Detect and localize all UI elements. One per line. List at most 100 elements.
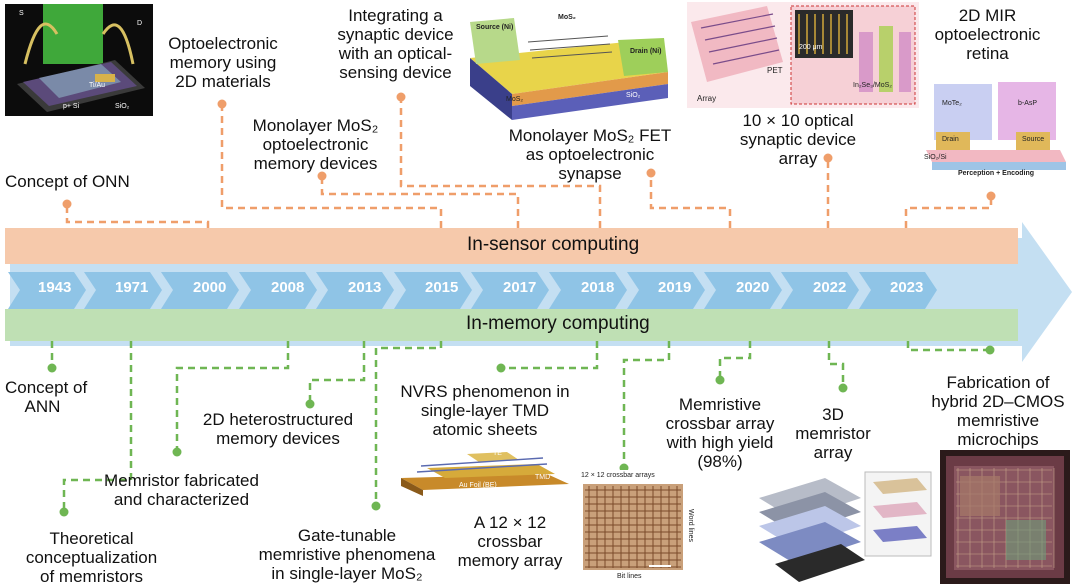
event-bottom-crossbar-12: A 12 × 12 crossbar memory array xyxy=(455,513,565,570)
leader-endpoint-dot xyxy=(715,375,725,385)
event-top-optical-array: 10 × 10 optical synaptic device array xyxy=(728,111,868,168)
fig-label: SiO₂ xyxy=(115,103,130,110)
in-sensor-band xyxy=(5,228,1018,264)
leader-opto-memory xyxy=(220,104,443,228)
event-text: NVRS phenomenon in xyxy=(400,382,570,401)
year-2018: 2018 xyxy=(581,279,615,296)
event-text: Monolayer MoS₂ FET xyxy=(508,126,672,145)
in-memory-label: In-memory computing xyxy=(466,313,650,334)
event-text: memory devices xyxy=(253,154,378,173)
figure-optical-array: Array PET 200 μm In₂Se₃/MoS₂ xyxy=(687,2,919,108)
fig-label: Si xyxy=(628,106,635,113)
fig-label: TE xyxy=(493,450,502,457)
year-chevrons xyxy=(8,272,937,309)
leader-3d-memristor xyxy=(827,341,845,388)
year-chevron xyxy=(84,272,162,309)
event-text: with an optical- xyxy=(338,44,453,63)
fig-label: Drain (Ni) xyxy=(630,48,662,55)
year-2022: 2022 xyxy=(813,279,847,296)
fig-label: b-AsP xyxy=(1018,100,1038,107)
leader-endpoint-dot xyxy=(172,447,182,457)
leader-crossbar-12 xyxy=(622,341,671,468)
leader-endpoint-dot xyxy=(646,168,656,178)
event-text: crossbar array xyxy=(665,414,775,433)
event-text: synaptic device xyxy=(739,130,857,149)
leader-endpoint-dot xyxy=(217,99,227,109)
year-chevron xyxy=(627,272,705,309)
year-chevron xyxy=(239,272,317,309)
retina-illustration xyxy=(926,82,1066,170)
fig-label: Au Foil (BE) xyxy=(459,482,497,489)
fig-label: Word lines xyxy=(686,509,694,542)
event-text: 2D MIR xyxy=(958,6,1017,25)
nvrs-illustration xyxy=(401,452,569,496)
fig-label: 12 × 12 crossbar arrays xyxy=(581,472,655,479)
event-text: 3D xyxy=(822,405,844,424)
leader-memristor-theory xyxy=(62,341,133,512)
event-text: 2D heterostructured xyxy=(202,410,354,429)
leader-2d-hetero xyxy=(308,341,366,404)
event-bottom-2d-cmos: Fabrication of hybrid 2D–CMOS memristive… xyxy=(928,373,1068,449)
leader-endpoint-dot xyxy=(47,363,57,373)
event-text: conceptualization xyxy=(25,548,158,567)
event-bottom-crossbar-yield: Memristive crossbar array with high yiel… xyxy=(645,395,795,471)
leader-endpoint-dot xyxy=(985,345,995,355)
event-text: Monolayer MoS₂ xyxy=(252,116,379,135)
event-top-synaptic-sensing: Integrating a synaptic device with an op… xyxy=(328,6,463,82)
year-chevron xyxy=(859,272,937,309)
fig-label: Drain xyxy=(942,136,959,143)
event-text: sensing device xyxy=(339,63,452,82)
fet-illustration xyxy=(470,18,668,120)
in-memory-band xyxy=(5,309,1018,341)
event-bottom-nvrs: NVRS phenomenon in single-layer TMD atom… xyxy=(395,382,575,439)
leader-crossbar-yield xyxy=(718,341,752,380)
fig-label: D xyxy=(137,20,143,27)
leader-nvrs xyxy=(501,341,599,370)
event-text: 10 × 10 optical xyxy=(742,111,854,130)
event-bottom-3d-memristor: 3D memristor array xyxy=(788,405,878,462)
figure-2d-cmos-microchip xyxy=(940,450,1070,584)
fig-label: PET xyxy=(767,66,783,75)
event-text: memristor xyxy=(795,424,871,443)
leader-mir-retina xyxy=(904,196,993,228)
event-text: hybrid 2D–CMOS xyxy=(931,392,1065,411)
leader-endpoint-dot xyxy=(371,501,381,511)
crossbar-illustration xyxy=(583,484,683,570)
event-text: single-layer TMD xyxy=(420,401,550,420)
year-2020: 2020 xyxy=(736,279,770,296)
year-chevron xyxy=(549,272,627,309)
fig-label: Perception + Encoding xyxy=(958,170,1035,177)
year-chevron xyxy=(316,272,394,309)
event-text: memory using xyxy=(169,53,277,72)
figure-nvrs-device: TE TMD Au Foil (BE) xyxy=(397,444,572,496)
year-chevron xyxy=(161,272,239,309)
year-chevron xyxy=(704,272,782,309)
event-top-mos2-fet: Monolayer MoS₂ FET as optoelectronic syn… xyxy=(500,126,680,183)
in-sensor-label: In-sensor computing xyxy=(467,234,640,255)
fig-label: S xyxy=(19,10,24,17)
event-text: Concept of xyxy=(5,378,88,397)
fig-label: p+ Si xyxy=(63,103,80,110)
figure-mos2-fet: Source (Ni) MoS₂ Drain (Ni) SiO₂ Si MoS₂ xyxy=(458,2,680,124)
device-illustration xyxy=(17,4,145,112)
leader-endpoint-dot xyxy=(823,153,833,163)
fig-label: Ti/Au xyxy=(89,82,106,89)
event-text: A 12 × 12 xyxy=(473,513,547,532)
memristor-3d-illustration xyxy=(759,471,932,582)
year-2013: 2013 xyxy=(348,279,382,296)
leader-endpoint-dot xyxy=(986,191,996,201)
event-text: Memristive xyxy=(678,395,762,414)
microchip-illustration xyxy=(946,456,1064,578)
event-text: memory array xyxy=(457,551,563,570)
fig-label: Bit lines xyxy=(617,573,642,580)
leader-endpoint-dot xyxy=(496,363,506,373)
event-text: memory devices xyxy=(216,429,340,448)
leader-2d-cmos xyxy=(906,341,990,352)
event-text: Memristor fabricated xyxy=(104,471,259,490)
array-illustration xyxy=(691,5,916,105)
event-text: atomic sheets xyxy=(432,420,538,439)
leader-endpoint-dot xyxy=(396,92,406,102)
event-text: with high yield xyxy=(666,433,774,452)
